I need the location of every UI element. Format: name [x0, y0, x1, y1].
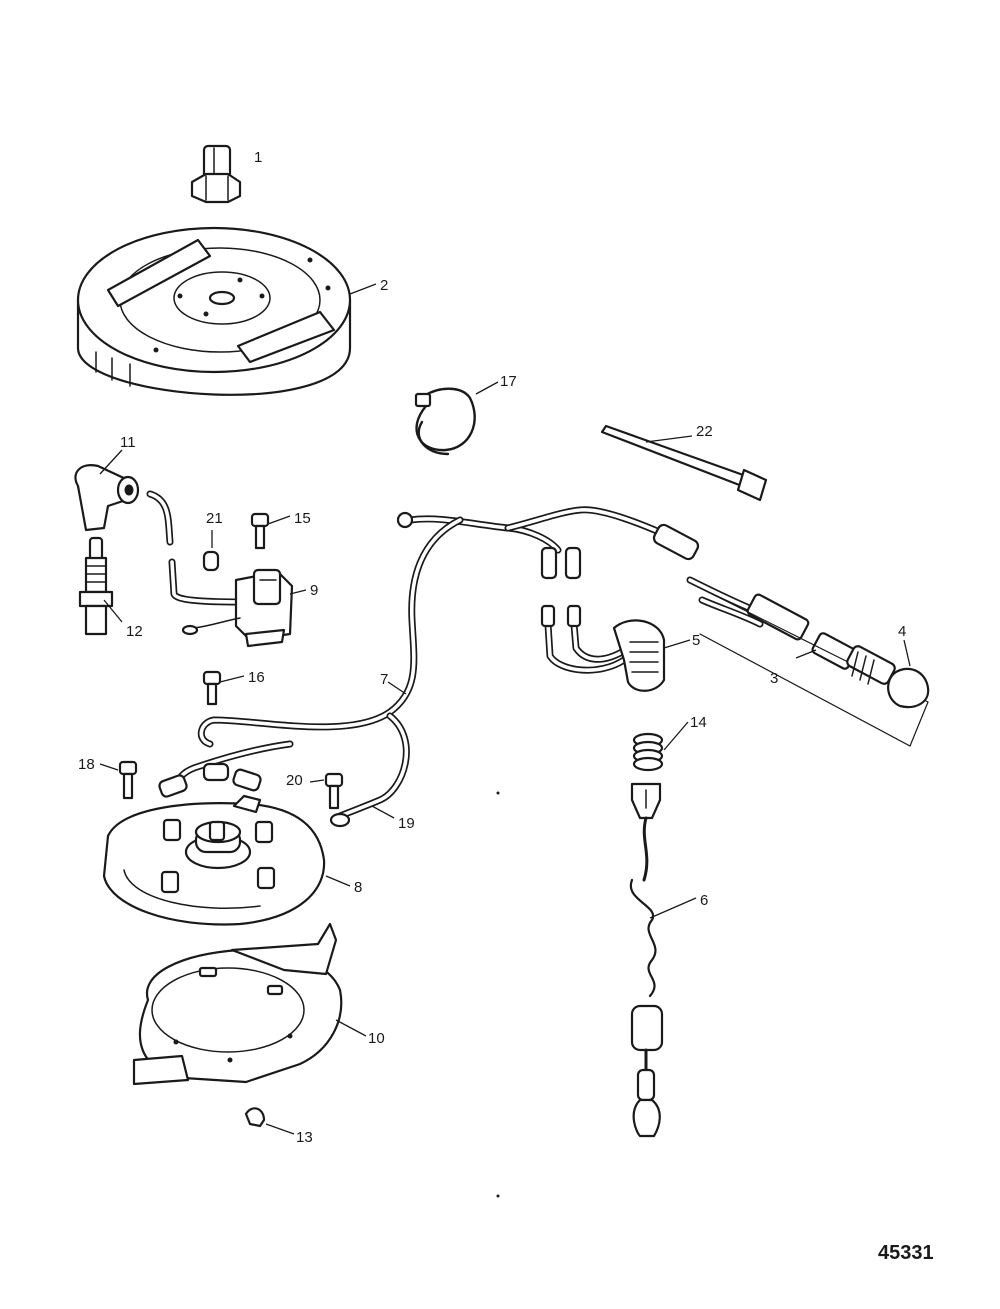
callout-6: 6: [700, 892, 708, 909]
callout-8: 8: [354, 879, 362, 896]
callout-5: 5: [692, 632, 700, 649]
part-22-cable-tie: [600, 424, 768, 502]
part-9-ignition-coil: [168, 558, 307, 648]
part-8-stator-plate: [102, 794, 351, 926]
callout-7: 7: [380, 671, 388, 688]
part-19-ground-lead: [371, 805, 395, 819]
callout-12: 12: [126, 623, 143, 640]
part-17-wire-clamp: [414, 381, 499, 456]
callouts: 1 2 17 22 11 21 15 9 12 5 4 3 16 7 14 18…: [78, 149, 906, 1146]
callout-22: 22: [696, 423, 713, 440]
callout-13: 13: [296, 1129, 313, 1146]
part-2-flywheel: [76, 226, 377, 396]
callout-21: 21: [206, 510, 223, 527]
part-4-stop-switch-cap: [846, 639, 930, 709]
callout-20: 20: [286, 772, 303, 789]
part-15-screw: [250, 512, 291, 550]
part-1-flywheel-nut: [190, 144, 242, 204]
part-10-trigger-plate: [132, 922, 367, 1086]
callout-16: 16: [248, 669, 265, 686]
callout-10: 10: [368, 1030, 385, 1047]
part-14-spring: [632, 721, 689, 772]
callout-14: 14: [690, 714, 707, 731]
callout-2: 2: [380, 277, 388, 294]
part-12-spark-plug: [78, 536, 123, 636]
callout-15: 15: [294, 510, 311, 527]
part-13-woodruff-key: [244, 1107, 295, 1135]
callout-19: 19: [398, 815, 415, 832]
part-6-lanyard: [629, 782, 697, 1138]
callout-18: 18: [78, 756, 95, 773]
part-18-screw: [99, 760, 138, 800]
callout-4: 4: [898, 623, 906, 640]
callout-17: 17: [500, 373, 517, 390]
part-3-stop-switch-leads: [686, 576, 929, 747]
callout-11: 11: [120, 434, 136, 451]
figure-number: 45331: [878, 1242, 934, 1264]
part-11-spark-plug-boot: [74, 449, 174, 546]
part-16-screw: [202, 670, 245, 706]
callout-9: 9: [310, 582, 318, 599]
callout-1: 1: [254, 149, 262, 166]
part-20-screw: [309, 772, 344, 810]
part-7-wiring-harness: [158, 506, 700, 828]
callout-3: 3: [770, 670, 778, 687]
part-5-kill-switch: [540, 604, 691, 692]
part-21-spacer: [202, 530, 220, 572]
